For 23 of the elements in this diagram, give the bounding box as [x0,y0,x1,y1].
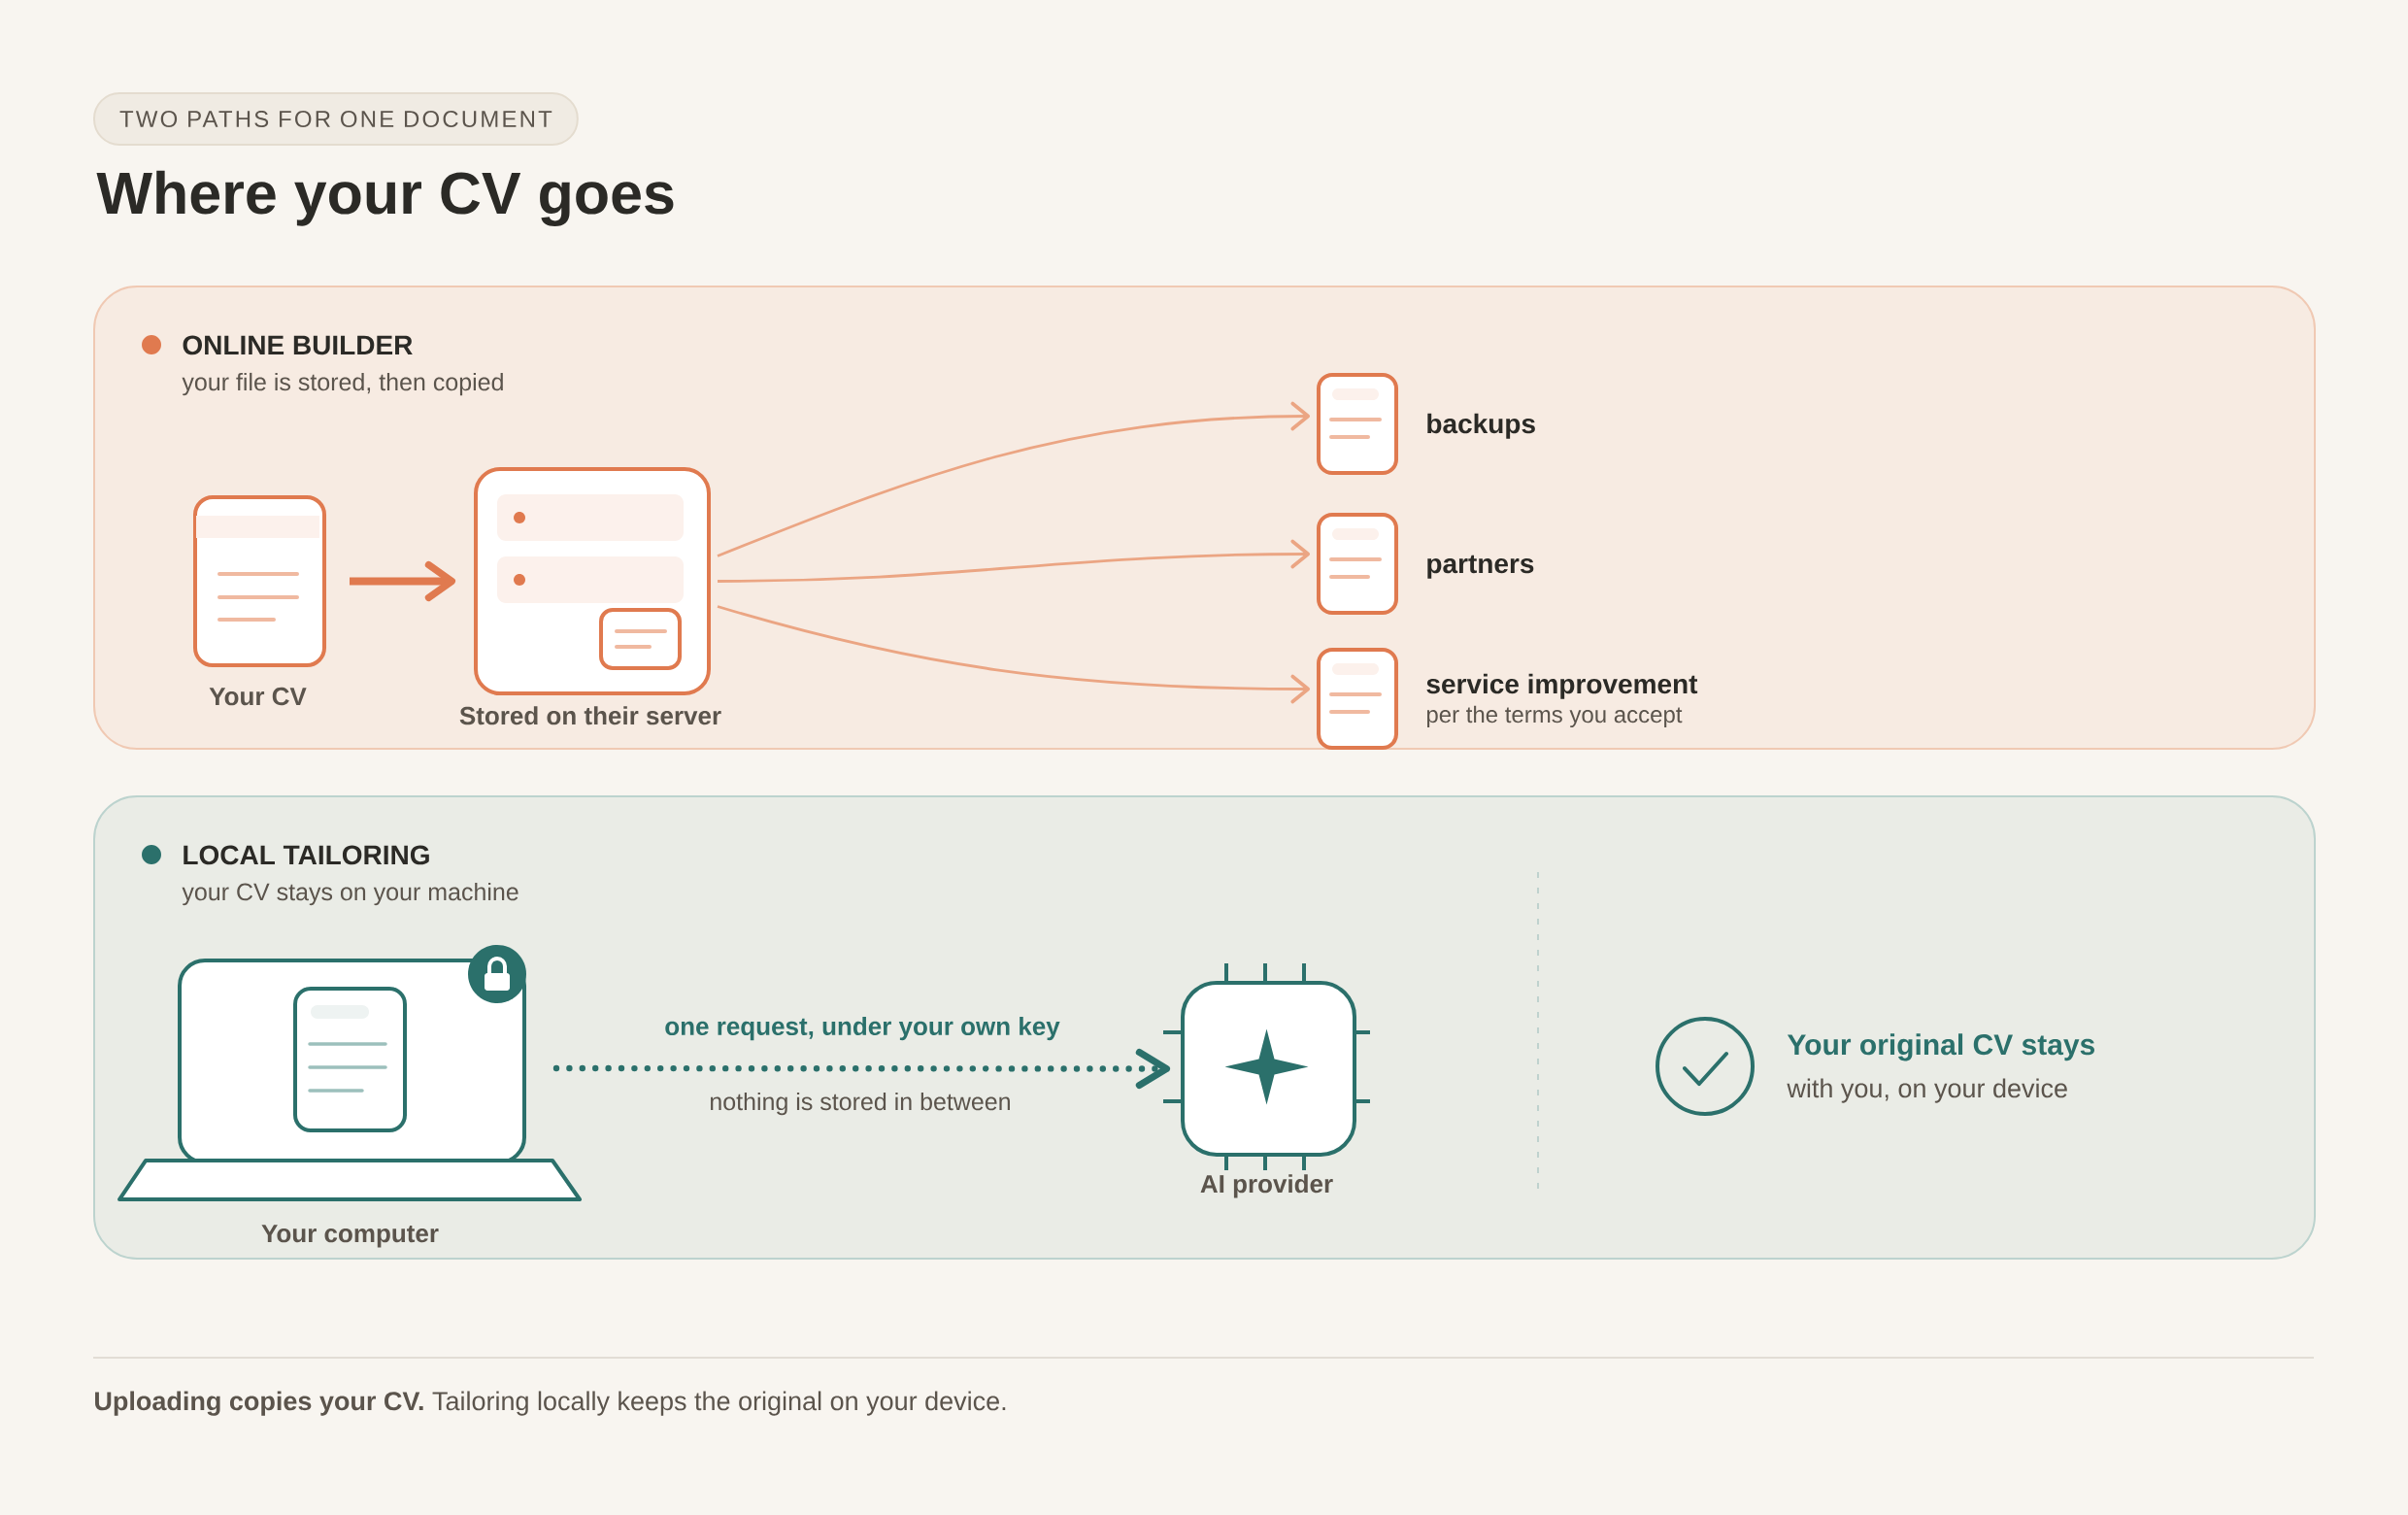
caption: Uploading copies your CV. Tailoring locally keeps the original on your device. [95,1391,1006,1416]
edge-note: nothing is stored in between [711,1092,1010,1116]
panel-subtitle: your CV stays on your machine [182,882,518,906]
node-label: AI provider [1200,1174,1333,1198]
result-note: with you, on your device [1787,1078,2067,1103]
result-heading: Your original CV stays [1787,1033,2094,1061]
node-label: Your CV [209,687,307,706]
node-label: Stored on their server [459,706,721,725]
edge-label: one request, under your own key [665,1016,1060,1041]
title: Where your CV goes [96,170,674,226]
curved-arrow [717,401,1310,557]
section-tag: TWO PATHS FOR ONE DOCUMENT [93,92,579,146]
node-note: per the terms you accept [1426,705,1683,727]
panel-heading: ONLINE BUILDER [183,335,413,355]
dotted-arrow [552,1048,1170,1090]
node-label: backups [1427,413,1535,439]
panel-heading: LOCAL TAILORING [184,845,429,865]
node-label: partners [1427,555,1534,579]
node-label: service improvement [1426,673,1698,699]
curved-arrow [717,605,1310,704]
node-label: Your computer [261,1225,439,1248]
panel-subtitle: your file is stored, then copied [182,372,503,396]
curved-arrow [718,539,1310,583]
